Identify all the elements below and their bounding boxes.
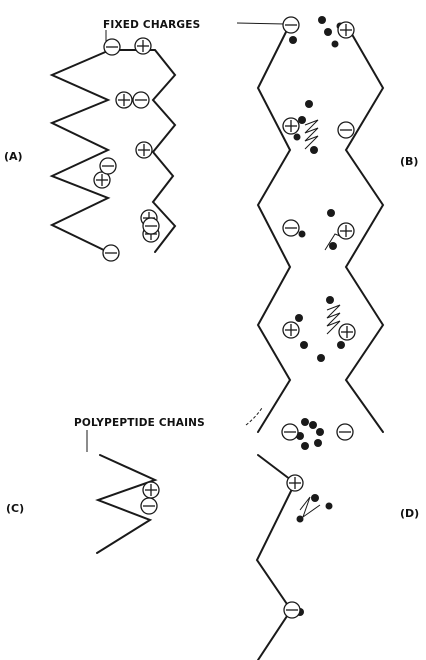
negative-charge-icon (140, 497, 158, 515)
positive-charge-icon (338, 323, 356, 341)
negative-charges (99, 16, 355, 619)
fixed-charges-label: FIXED CHARGES (103, 19, 200, 31)
panel-label-d: (D) (400, 507, 419, 520)
positive-charge-icon (134, 37, 152, 55)
negative-charge-icon (102, 244, 120, 262)
positive-charges (93, 21, 356, 499)
panel-label-c: (C) (6, 502, 24, 515)
panel-b-chains (256, 23, 385, 433)
panel-c-chain (95, 454, 158, 554)
positive-charge-icon (135, 141, 153, 159)
polypeptide-chains-leaders (86, 407, 263, 452)
positive-charge-icon (337, 222, 355, 240)
fixed-charges-leaders (105, 22, 286, 42)
panel-label-b: (B) (400, 155, 418, 168)
positive-charge-icon (142, 481, 160, 499)
negative-charge-icon (282, 219, 300, 237)
negative-charge-icon (103, 38, 121, 56)
negative-charge-icon (142, 217, 160, 235)
negative-charge-icon (337, 121, 355, 139)
positive-charge-icon (337, 21, 355, 39)
spring-group (299, 119, 341, 519)
positive-charge-icon (282, 117, 300, 135)
positive-charge-icon (282, 321, 300, 339)
panel-a-chain (49, 49, 177, 254)
negative-charge-icon (282, 16, 300, 34)
negative-charge-icon (99, 157, 117, 175)
negative-charge-icon (132, 91, 150, 109)
panel-d-chain (255, 454, 297, 660)
positive-charge-icon (93, 171, 111, 189)
positive-charge-icon (115, 91, 133, 109)
negative-charge-icon (281, 423, 299, 441)
negative-charge-icon (283, 601, 301, 619)
negative-charge-icon (336, 423, 354, 441)
panel-label-a: (A) (4, 150, 23, 163)
positive-charge-icon (286, 474, 304, 492)
polypeptide-chains-label: POLYPEPTIDE CHAINS (74, 417, 205, 429)
